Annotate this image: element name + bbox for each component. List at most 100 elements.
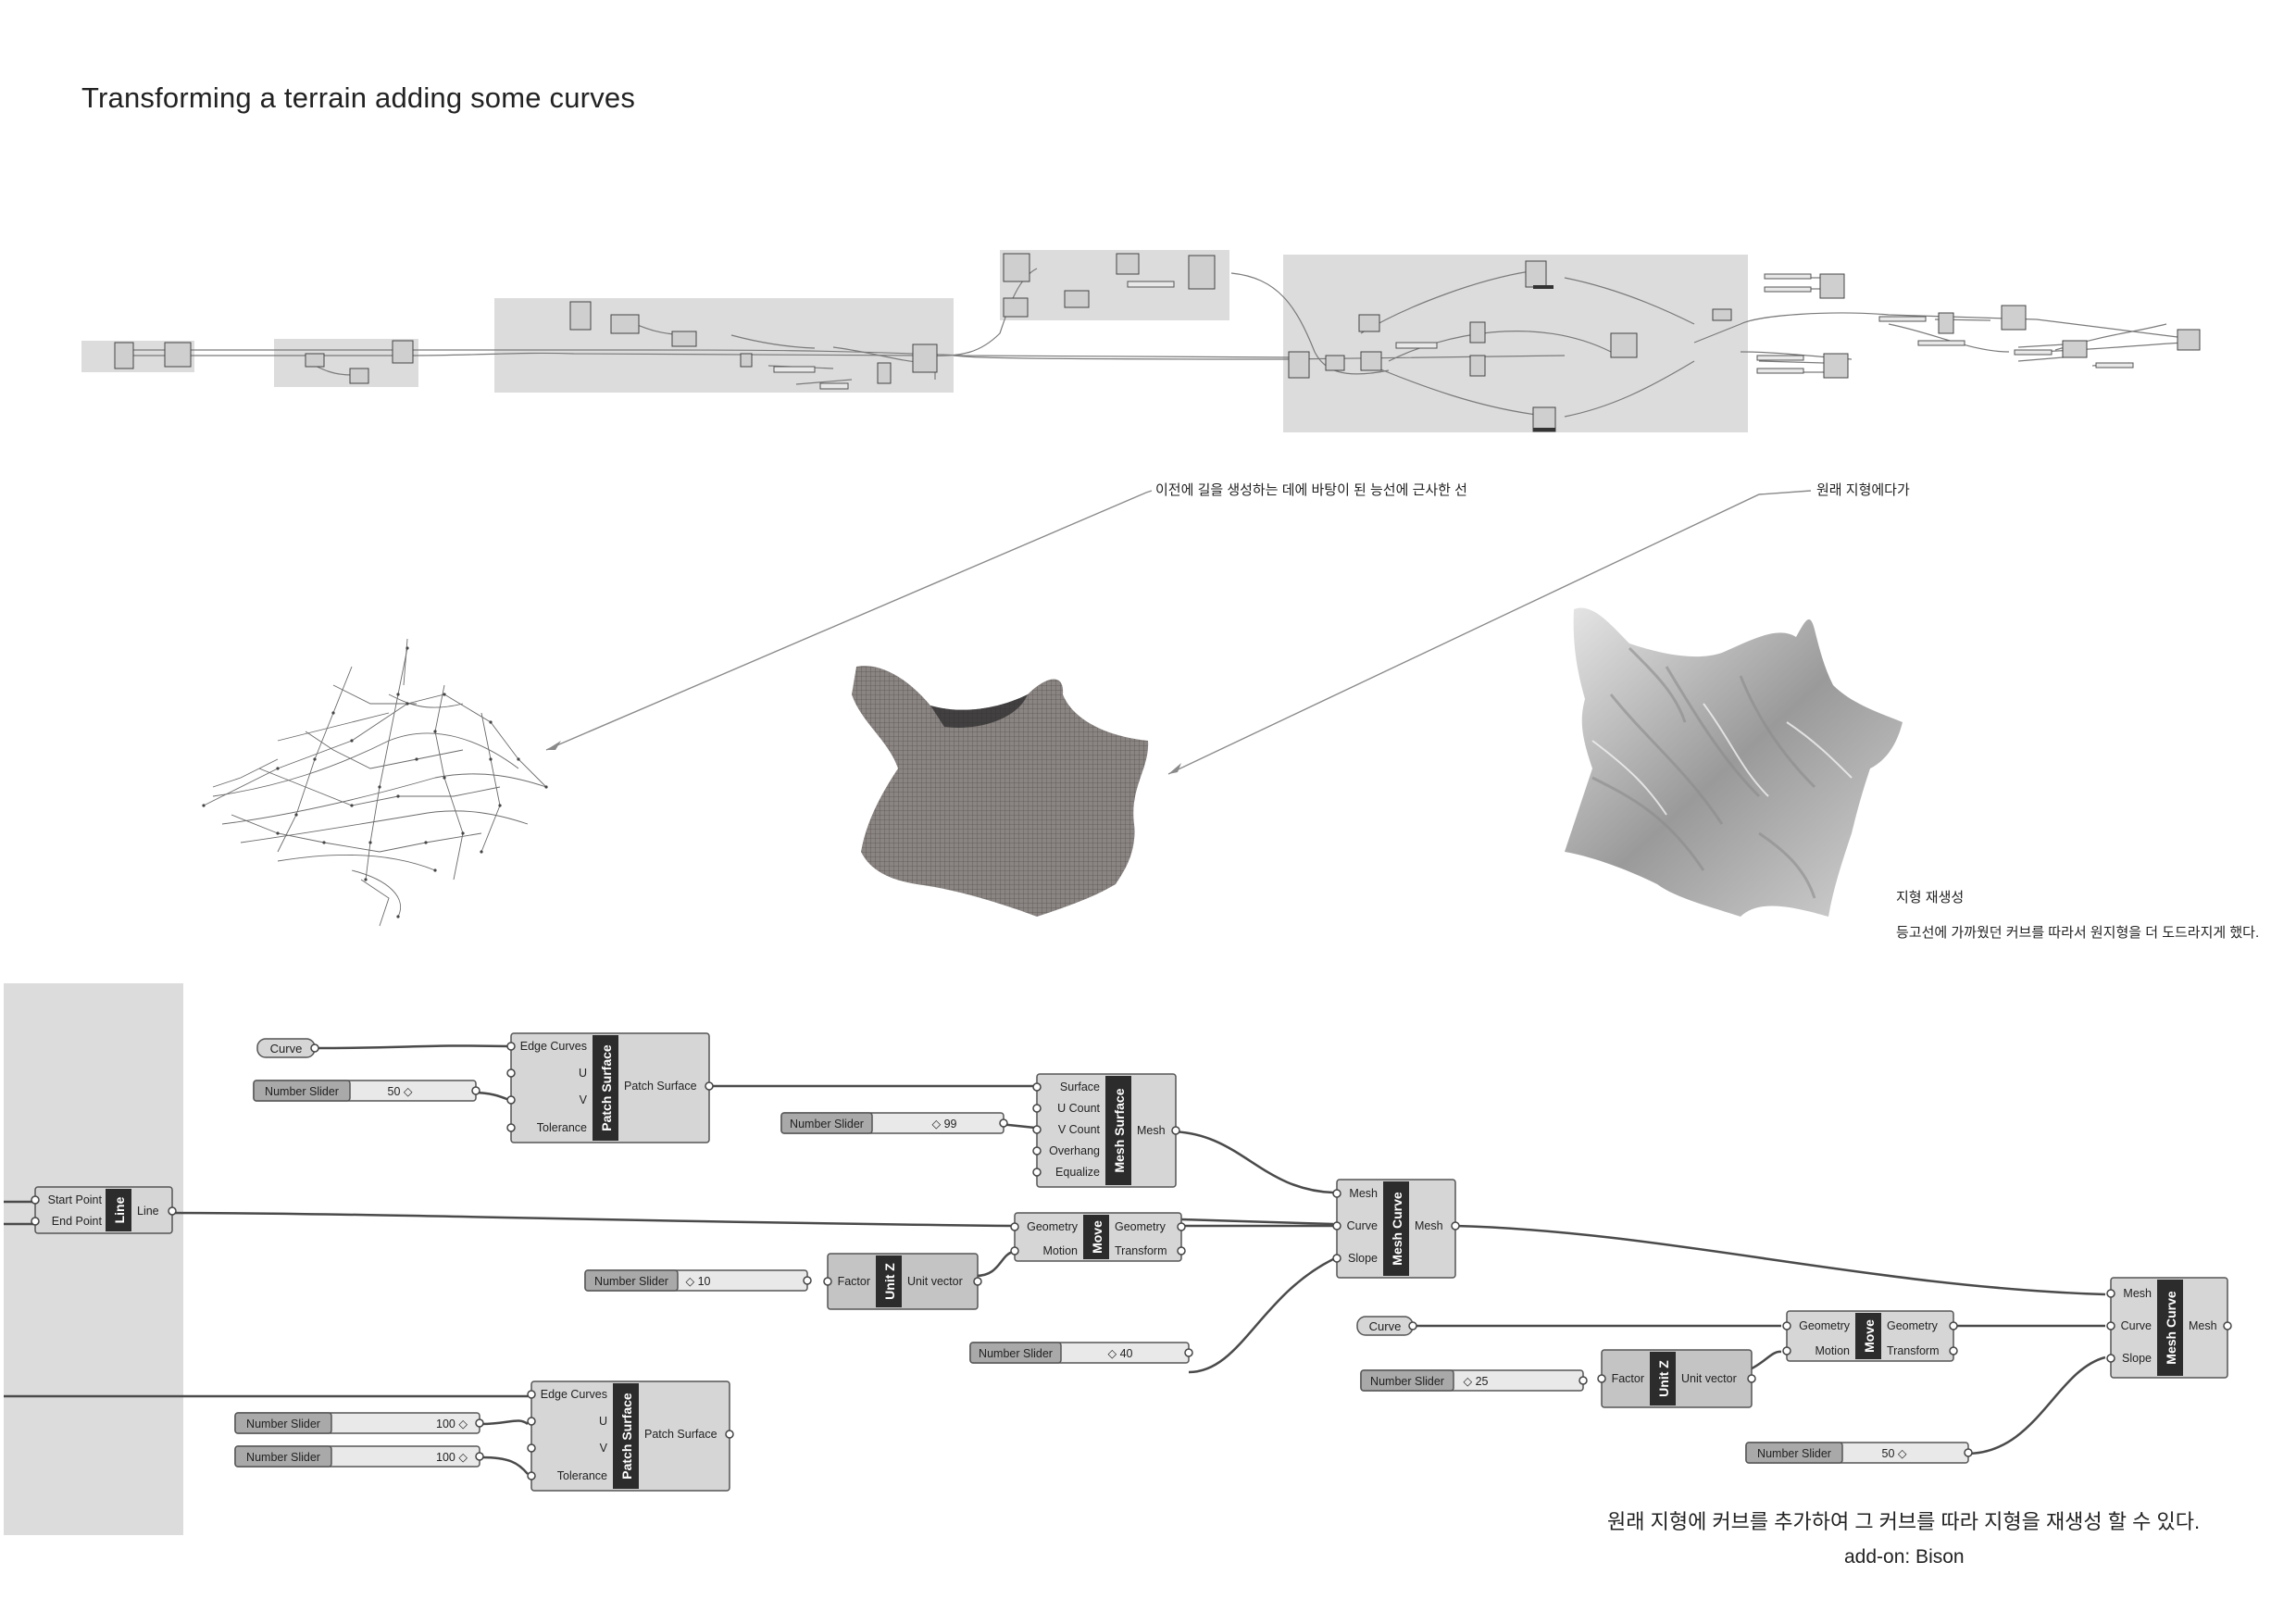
svg-text:Line: Line [137,1205,159,1218]
svg-text:50 ◇: 50 ◇ [1882,1447,1907,1460]
mesh-terrain [852,666,1149,917]
wire [1180,1218,1334,1226]
svg-text:Patch Surface: Patch Surface [619,1393,634,1480]
svg-text:Geometry: Geometry [1887,1319,1939,1332]
svg-text:V Count: V Count [1058,1123,1101,1136]
svg-text:V: V [600,1442,608,1455]
line-node: Line Start Point End Point Line [34,1186,173,1234]
svg-text:Mesh: Mesh [1415,1219,1443,1232]
svg-text:Transform: Transform [1887,1344,1940,1357]
curve-network [203,638,547,927]
unit-z-node-1: Unit Z Factor Unit vector [827,1253,979,1310]
svg-text:Factor: Factor [838,1275,870,1288]
overview-definition [81,250,2201,432]
mesh-curve-node-2: Mesh Curve Mesh Curve Slope Mesh [2110,1277,2228,1379]
svg-text:Geometry: Geometry [1115,1220,1167,1233]
unit-z-node-2: Unit Z Factor Unit vector [1601,1349,1753,1408]
slider-patch2-u: Number Slider 100 ◇ [234,1412,480,1434]
wire [1454,1224,2106,1296]
bottom-caption: 원래 지형에 커브를 추가하여 그 커브를 따라 지형을 재생성 할 수 있다. [1607,1510,2201,1533]
wire [1965,1355,2106,1455]
wire [1188,1257,1334,1374]
svg-text:Mesh Curve: Mesh Curve [1390,1192,1404,1266]
wire [975,1250,1014,1278]
svg-text:Mesh: Mesh [1137,1124,1166,1137]
slider-slope-2: Number Slider 50 ◇ [1745,1442,1969,1464]
move-node-1: Move Geometry Motion Geometry Transform [1014,1212,1182,1262]
mesh-curve-node-1: Mesh Curve Mesh Curve Slope Mesh [1336,1179,1456,1279]
svg-text:Mesh: Mesh [2123,1287,2152,1300]
svg-text:Tolerance: Tolerance [557,1469,607,1482]
slider-patch-u: Number Slider 50 ◇ [253,1080,477,1102]
wire [1167,1130,1334,1194]
svg-text:Edge Curves: Edge Curves [541,1388,607,1401]
mesh-surface-node: Mesh Surface Surface U Count V Count Ove… [1036,1073,1177,1188]
svg-text:Mesh Curve: Mesh Curve [2164,1291,2178,1365]
svg-text:50 ◇: 50 ◇ [388,1085,413,1098]
svg-text:Number Slider: Number Slider [246,1451,320,1464]
svg-text:Slope: Slope [2122,1352,2152,1365]
overview-group [1283,255,1748,432]
svg-text:Geometry: Geometry [1799,1319,1851,1332]
svg-text:Unit Z: Unit Z [1656,1360,1671,1397]
patch-surface-node-1: Patch Surface Edge Curves U V Tolerance … [510,1032,710,1143]
svg-text:U: U [579,1067,587,1080]
svg-text:Mesh Surface: Mesh Surface [1112,1088,1127,1172]
svg-text:U Count: U Count [1057,1102,1100,1115]
svg-text:End Point: End Point [52,1215,103,1228]
slider-patch2-v: Number Slider 100 ◇ [234,1445,480,1468]
wire [480,1419,529,1426]
wire [169,1211,1014,1228]
gh-group-panel [4,983,183,1535]
terrain-illustrations [202,490,1903,927]
slider-unitz-1: Number Slider ◇ 10 [584,1269,808,1292]
wire [480,1455,529,1475]
leader-line [545,490,1153,751]
svg-text:Geometry: Geometry [1027,1220,1079,1233]
svg-text:Patch Surface: Patch Surface [644,1428,718,1441]
svg-text:Move: Move [1862,1319,1877,1353]
svg-text:Line: Line [112,1196,127,1223]
svg-text:◇ 10: ◇ 10 [686,1275,711,1288]
svg-text:Mesh: Mesh [1349,1187,1378,1200]
svg-text:Surface: Surface [1060,1081,1100,1093]
svg-text:U: U [599,1415,607,1428]
svg-text:Number Slider: Number Slider [790,1118,864,1131]
svg-text:Motion: Motion [1042,1244,1078,1257]
svg-text:Number Slider: Number Slider [1370,1375,1444,1388]
svg-text:Equalize: Equalize [1055,1166,1100,1179]
curve-param-1: Curve [270,1042,303,1056]
wire [314,1044,510,1050]
svg-text:Overhang: Overhang [1049,1144,1100,1157]
svg-text:V: V [580,1093,588,1106]
svg-text:Number Slider: Number Slider [265,1085,339,1098]
svg-text:Mesh: Mesh [2189,1319,2217,1332]
gh-definition: Curve Number Slider 50 ◇ Patch Surface E… [4,983,2232,1535]
svg-text:Curve: Curve [1347,1219,1378,1232]
svg-text:100 ◇: 100 ◇ [436,1418,468,1430]
svg-text:◇ 99: ◇ 99 [932,1118,957,1131]
svg-text:Move: Move [1090,1220,1104,1254]
svg-text:Number Slider: Number Slider [246,1418,320,1430]
svg-text:Unit Z: Unit Z [882,1263,897,1300]
annotation-terrain-note: 원래 지형에다가 [1816,482,1910,498]
patch-surface-node-2: Patch Surface Edge Curves U V Tolerance … [530,1380,730,1492]
shaded-terrain [1565,607,1903,917]
svg-text:Motion: Motion [1815,1344,1850,1357]
svg-text:Unit vector: Unit vector [907,1275,963,1288]
svg-text:Patch Surface: Patch Surface [599,1044,614,1131]
svg-text:Slope: Slope [1348,1252,1378,1265]
addon-label: add-on: Bison [1844,1546,1965,1568]
leader-line [1167,490,1812,775]
move-node-2: Move Geometry Motion Geometry Transform [1786,1310,1954,1362]
svg-text:Number Slider: Number Slider [594,1275,668,1288]
svg-text:Edge Curves: Edge Curves [520,1040,587,1053]
slider-mesh-count: Number Slider ◇ 99 [780,1112,1004,1134]
svg-text:Factor: Factor [1612,1372,1644,1385]
svg-text:◇ 25: ◇ 25 [1464,1375,1489,1388]
annotation-regen-desc: 등고선에 가까웠던 커브를 따라서 원지형을 더 도드라지게 했다. [1896,925,2260,941]
svg-text:◇ 40: ◇ 40 [1108,1347,1133,1360]
annotation-line-note: 이전에 길을 생성하는 데에 바탕이 된 능선에 근사한 선 [1155,482,1467,498]
svg-text:Number Slider: Number Slider [1757,1447,1831,1460]
svg-text:Number Slider: Number Slider [979,1347,1053,1360]
